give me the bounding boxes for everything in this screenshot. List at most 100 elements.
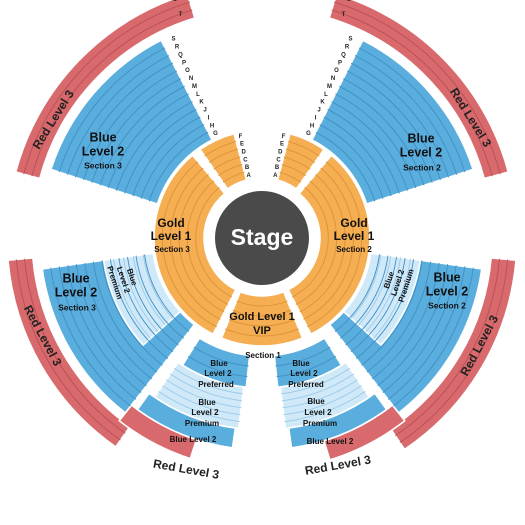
gold-row-line <box>281 164 306 177</box>
section-blue-level-2-section-3-upper[interactable] <box>50 39 213 205</box>
blue-row-line <box>350 62 450 178</box>
blue-row-line <box>124 108 197 194</box>
svg-text:Gold: Gold <box>340 216 367 230</box>
gold-row-line <box>287 140 320 157</box>
gold-row-line <box>291 186 329 298</box>
red-row-line <box>23 1 191 175</box>
blue-row-line <box>109 259 169 359</box>
blue-row-line <box>66 55 170 175</box>
section-red-level-3-right-top[interactable] <box>328 0 510 180</box>
blue-row-line <box>382 265 457 393</box>
premium-row-line <box>283 385 362 416</box>
svg-text:Blue: Blue <box>307 397 325 406</box>
row-letter-left-gold: B <box>245 165 250 171</box>
premium-row-line <box>113 258 151 339</box>
section-red-level-3-left-top[interactable] <box>14 0 196 180</box>
premium-row-line <box>281 367 351 395</box>
red-row-lines <box>15 1 509 443</box>
blue-row-line <box>99 85 185 186</box>
row-letter-left-blue: K <box>199 100 204 106</box>
blue-row-line <box>75 264 147 387</box>
blue-row-line <box>132 116 201 197</box>
section-gold-level-1-section-3[interactable] <box>153 154 237 335</box>
blue-row-line <box>355 259 415 359</box>
row-letter-right-blue: M <box>327 84 332 90</box>
row-letter-left-gold: E <box>240 142 244 148</box>
premium-row-line <box>350 254 382 319</box>
gold-row-line <box>195 186 233 298</box>
row-letter-right-gold: D <box>278 149 283 155</box>
gold-row-line <box>306 161 363 328</box>
row-letter-right-red: U <box>347 0 351 3</box>
gold-row-line <box>303 167 354 320</box>
svg-text:Level 2: Level 2 <box>204 369 232 378</box>
premium-row-line <box>173 367 243 395</box>
section-blue-level-2-section-2-upper[interactable] <box>311 39 474 205</box>
svg-text:Blue: Blue <box>407 131 434 145</box>
blue-row-line <box>339 85 425 186</box>
row-letter-left-gold: F <box>239 134 243 140</box>
blue-row-line <box>358 47 466 173</box>
svg-text:Blue: Blue <box>433 270 460 284</box>
gold-row-line <box>299 174 346 313</box>
premium-row-line <box>284 391 366 423</box>
blue-row-line <box>342 78 433 183</box>
preferred-row-line <box>187 355 248 378</box>
section-gold-level-1-section-2[interactable] <box>287 154 371 335</box>
row-letter-left-blue: M <box>192 84 197 90</box>
row-letter-right-gold: C <box>276 157 281 163</box>
svg-text:Preferred: Preferred <box>288 380 324 389</box>
row-letter-right-blue: P <box>338 60 342 66</box>
gold-row-line <box>218 164 243 177</box>
blue-row-line <box>91 78 182 183</box>
gold-row-line <box>279 171 302 183</box>
preferred-row-line <box>193 346 249 367</box>
blue-row-lines <box>50 47 474 423</box>
section-gold-level-1-vip[interactable] <box>220 291 304 347</box>
premium-row-line <box>158 391 240 423</box>
label-blue-right-top: Blue Level 2 Section 2 <box>400 131 442 172</box>
label-blue-left-top: Blue Level 2 Section 3 <box>82 130 124 170</box>
gold-row-line <box>178 174 225 313</box>
section-red-level-3-right-bottom[interactable] <box>389 257 517 451</box>
blue-row-line <box>366 261 432 373</box>
gold-row-lines <box>161 140 363 337</box>
gold-row-line <box>186 180 229 305</box>
label-bottom-right: Blue Level 2 Preferred Blue Level 2 Prem… <box>288 359 354 446</box>
svg-text:Blue: Blue <box>62 271 89 285</box>
row-letter-right-blue: R <box>345 45 350 51</box>
row-letter-left-gold: A <box>247 173 252 179</box>
gold-row-line <box>204 140 237 157</box>
row-letter-left-blue: O <box>185 68 190 74</box>
blue-row-line <box>350 258 406 353</box>
premium-row-line <box>162 385 241 416</box>
svg-text:Level 2: Level 2 <box>400 145 442 159</box>
row-letter-left-blue: I <box>208 115 210 121</box>
section-red-level-3-left-bottom[interactable] <box>7 257 131 448</box>
blue-row-line <box>148 131 209 202</box>
row-letter-right-gold: E <box>280 142 284 148</box>
label-red-bottom-left: Red Level 3 <box>152 456 220 481</box>
row-letter-left-blue: Q <box>178 52 183 58</box>
svg-text:Gold: Gold <box>157 216 184 230</box>
blue-row-line <box>361 260 423 366</box>
svg-text:Section 3: Section 3 <box>84 160 122 170</box>
label-blue-left-mid: Blue Level 2 Section 3 <box>55 271 97 312</box>
premium-row-line <box>142 254 174 319</box>
row-letter-left-blue: J <box>203 108 206 114</box>
svg-text:Level 2: Level 2 <box>191 408 219 417</box>
svg-text:Preferred: Preferred <box>198 380 234 389</box>
section-bottom-right-blue-level-2[interactable] <box>287 392 388 449</box>
svg-text:Blue: Blue <box>89 130 116 144</box>
svg-text:Premium: Premium <box>303 419 337 428</box>
blue-row-line <box>345 256 397 346</box>
premium-row-line <box>170 373 243 402</box>
premium-row-line <box>281 373 354 402</box>
section-bottom-left-blue-level-2[interactable] <box>136 392 237 449</box>
svg-text:Section 3: Section 3 <box>154 245 190 254</box>
row-letter-right-blue: I <box>315 115 317 121</box>
gold-level-1-sections <box>153 132 371 347</box>
svg-text:Level 2: Level 2 <box>55 285 97 299</box>
label-blue-right-mid: Blue Level 2 Section 2 <box>426 270 468 310</box>
svg-text:Section 3: Section 3 <box>58 302 96 312</box>
